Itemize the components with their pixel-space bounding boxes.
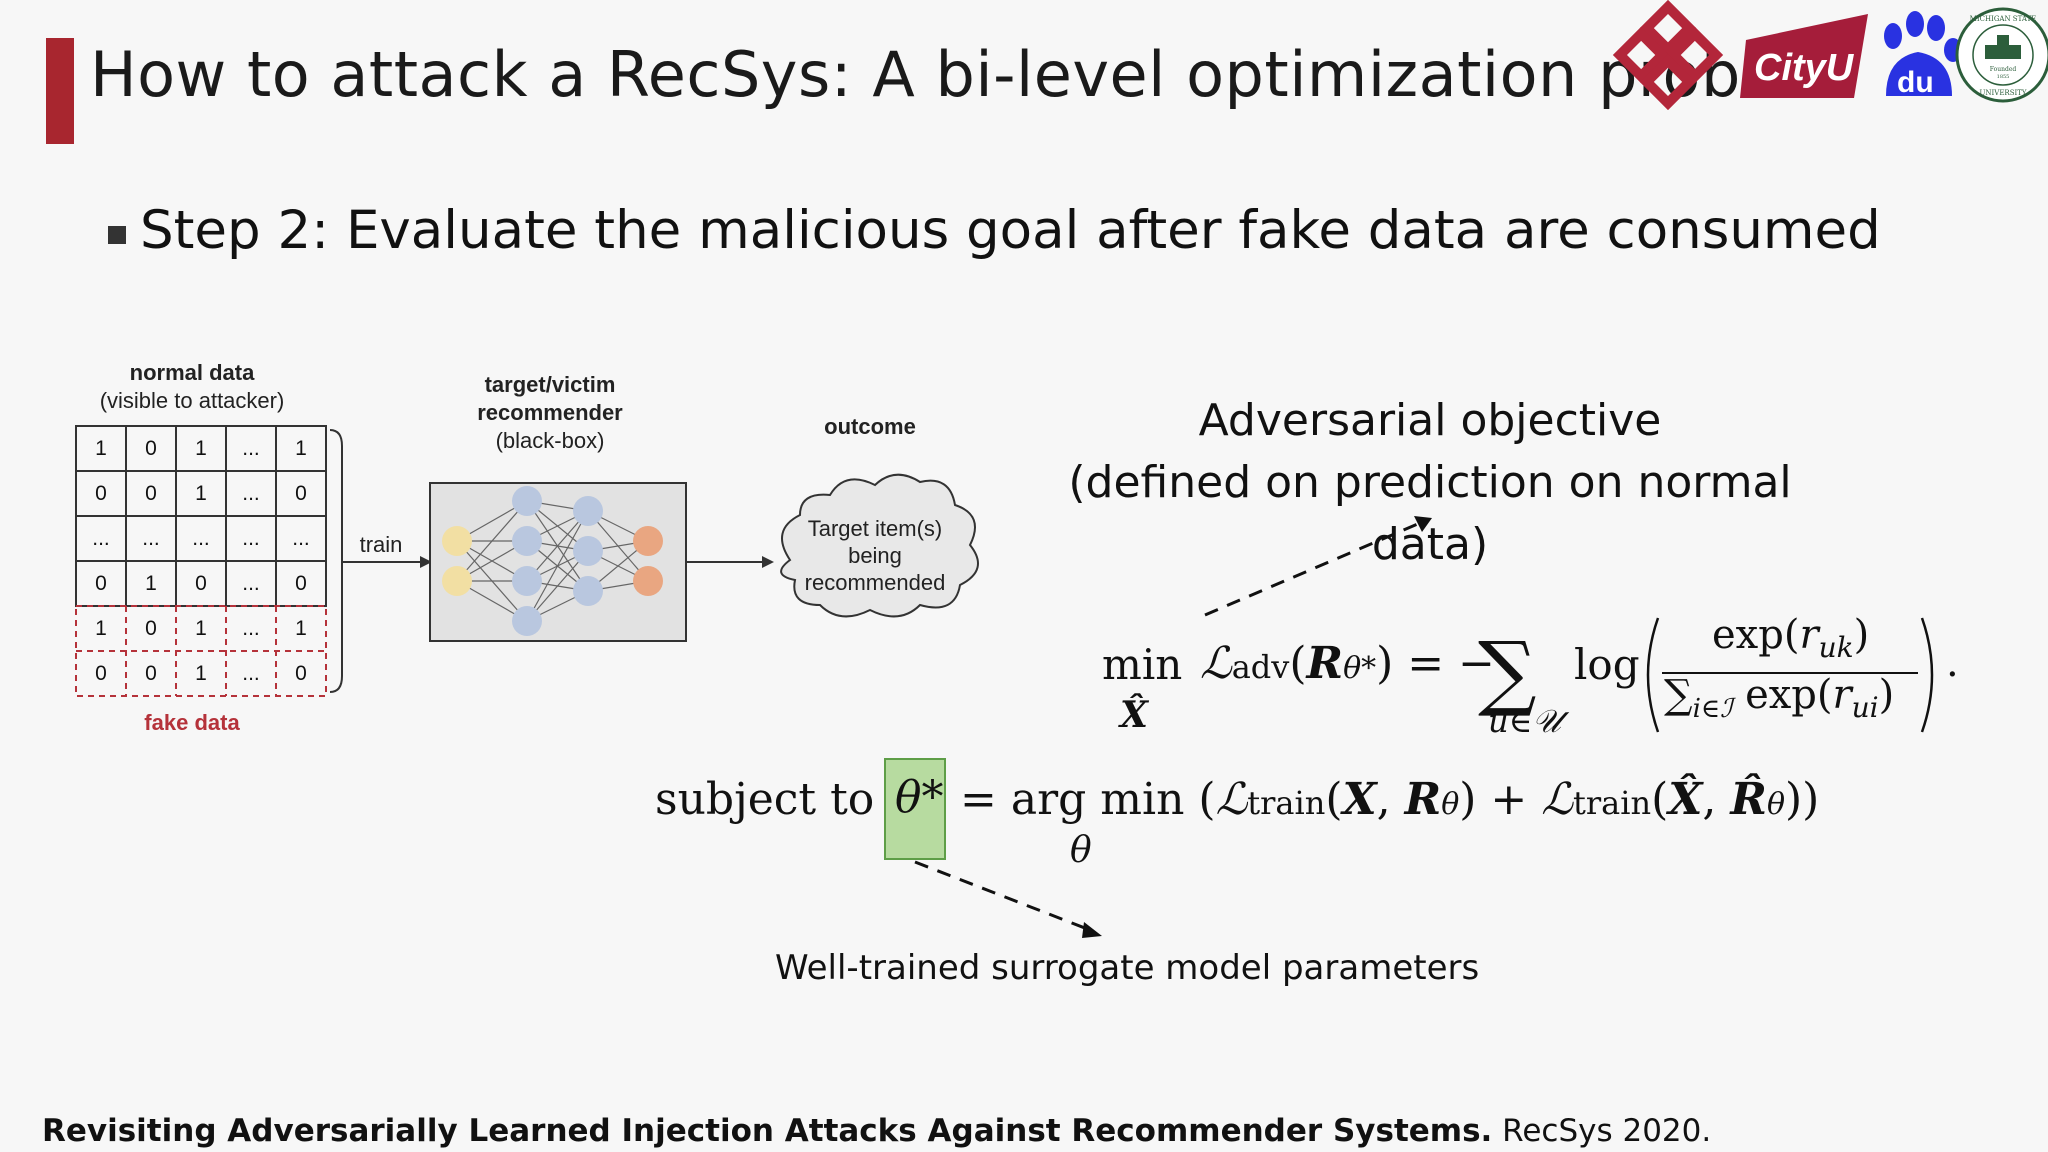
fake-data-cell: ... bbox=[242, 616, 260, 640]
normal-data-cell: 0 bbox=[195, 571, 207, 595]
eq-min-subscript-x: X̂ bbox=[1120, 694, 1148, 736]
eq-denominator: ∑i∈ℐ exp(rui) bbox=[1664, 672, 1895, 724]
recommender-title-1: target/victim bbox=[484, 372, 616, 397]
cloud-line-1: Target item(s) bbox=[807, 516, 943, 541]
fake-data-cell: 1 bbox=[195, 661, 207, 685]
objective-title: Adversarial objective (defined on predic… bbox=[1030, 390, 1830, 576]
normal-data-subtitle: (visible to attacker) bbox=[99, 388, 285, 413]
normal-data-cell: 0 bbox=[145, 436, 157, 460]
network-box bbox=[429, 482, 687, 642]
title-accent-bar bbox=[46, 38, 74, 144]
theta-pointer-arrow bbox=[914, 860, 1091, 932]
fake-data-cell: 1 bbox=[95, 616, 107, 640]
eq-argmin-subscript-theta: θ bbox=[1070, 830, 1092, 871]
eq-theta-star: θ* bbox=[895, 772, 944, 823]
normal-data-cell: ... bbox=[242, 481, 260, 505]
objective-pointer-arrow bbox=[1204, 521, 1421, 617]
recommender-subtitle: (black-box) bbox=[495, 428, 605, 453]
train-arrowhead bbox=[420, 556, 432, 568]
left-paren bbox=[1646, 617, 1660, 733]
citation-venue: RecSys 2020. bbox=[1492, 1113, 1712, 1149]
fake-data-cell: 0 bbox=[145, 616, 157, 640]
normal-data-cell: 1 bbox=[295, 436, 307, 460]
outcome-label: outcome bbox=[824, 414, 916, 439]
normal-data-cell: ... bbox=[92, 526, 110, 550]
eq-log: log bbox=[1574, 640, 1640, 689]
normal-data-cell: 0 bbox=[295, 571, 307, 595]
fake-data-cell: 1 bbox=[195, 616, 207, 640]
normal-data-cell: 0 bbox=[295, 481, 307, 505]
svg-text:1855: 1855 bbox=[1997, 74, 2010, 80]
normal-data-cell: ... bbox=[242, 436, 260, 460]
normal-data-cell: 1 bbox=[145, 571, 157, 595]
theta-star-highlight bbox=[884, 758, 946, 860]
polyu-logo bbox=[1612, 0, 1724, 110]
fake-data-cell: 0 bbox=[295, 661, 307, 685]
eq-sum-subscript: u∈𝒰 bbox=[1488, 702, 1562, 740]
cloud-line-2: being bbox=[848, 543, 902, 568]
eq-numerator: exp(ruk) bbox=[1712, 612, 1870, 664]
cityu-logo: CityU bbox=[1740, 14, 1868, 98]
normal-data-cell: ... bbox=[242, 526, 260, 550]
objective-pointer-arrowhead bbox=[1414, 516, 1432, 532]
normal-data-cell: ... bbox=[292, 526, 310, 550]
normal-data-cell: ... bbox=[142, 526, 160, 550]
normal-data-cell: 0 bbox=[95, 571, 107, 595]
eq-period: . bbox=[1946, 640, 1959, 686]
institution-logos: CityU du Founded 1855 MICHIGAN STATE UNI… bbox=[1612, 0, 2048, 110]
recommender-title-2: recommender bbox=[477, 400, 623, 425]
citation-title: Revisiting Adversarially Learned Injecti… bbox=[42, 1113, 1493, 1149]
normal-data-cell: 1 bbox=[95, 436, 107, 460]
eq-argmin: = arg min (ℒtrain(X, Rθ) + ℒtrain(X̂, R̂… bbox=[960, 774, 1820, 825]
normal-data-cell: 1 bbox=[195, 436, 207, 460]
normal-data-cell: 0 bbox=[145, 481, 157, 505]
objective-title-line-1: Adversarial objective bbox=[1198, 395, 1662, 446]
normal-data-cell: ... bbox=[242, 571, 260, 595]
fake-data-label: fake data bbox=[144, 710, 240, 735]
theta-pointer-arrowhead bbox=[1082, 922, 1102, 938]
sum-sign: ∑ bbox=[1478, 625, 1537, 720]
matrix-brace bbox=[329, 429, 343, 693]
eq-loss-adv: ℒadv(Rθ*) = − bbox=[1200, 638, 1496, 689]
svg-text:UNIVERSITY: UNIVERSITY bbox=[1979, 89, 2026, 97]
fake-data-cell: 0 bbox=[145, 661, 157, 685]
outcome-cloud bbox=[780, 473, 979, 618]
svg-text:du: du bbox=[1897, 66, 1934, 99]
slide-title: How to attack a RecSys: A bi-level optim… bbox=[90, 38, 1859, 111]
objective-title-line-2: (defined on prediction on normal data) bbox=[1068, 457, 1792, 570]
normal-data-cell: 1 bbox=[195, 481, 207, 505]
normal-data-grid bbox=[75, 425, 327, 607]
train-label: train bbox=[359, 532, 403, 557]
outcome-arrowhead bbox=[762, 556, 774, 568]
cloud-line-3: recommended bbox=[804, 570, 946, 595]
surrogate-note: Well-trained surrogate model parameters bbox=[775, 948, 1480, 988]
normal-data-cell: 0 bbox=[95, 481, 107, 505]
normal-data-title: normal data bbox=[129, 360, 255, 385]
normal-data-cell: ... bbox=[192, 526, 210, 550]
right-paren bbox=[1920, 617, 1934, 733]
svg-text:CityU: CityU bbox=[1754, 47, 1855, 89]
fake-data-cell: 0 bbox=[95, 661, 107, 685]
msu-seal-logo: Founded 1855 MICHIGAN STATE UNIVERSITY bbox=[1955, 7, 2048, 103]
bullet-text: Step 2: Evaluate the malicious goal afte… bbox=[140, 200, 1881, 261]
fake-data-cell: ... bbox=[242, 661, 260, 685]
svg-text:MICHIGAN STATE: MICHIGAN STATE bbox=[1970, 15, 2037, 23]
fake-data-cell: 1 bbox=[295, 616, 307, 640]
svg-text:Founded: Founded bbox=[1990, 66, 2017, 73]
eq-min: min bbox=[1102, 640, 1183, 689]
bullet-marker bbox=[108, 226, 126, 244]
citation: Revisiting Adversarially Learned Injecti… bbox=[42, 1113, 1711, 1149]
fake-data-grid bbox=[75, 605, 327, 697]
subject-to-label: subject to bbox=[655, 774, 875, 825]
network-nodes bbox=[442, 486, 663, 636]
